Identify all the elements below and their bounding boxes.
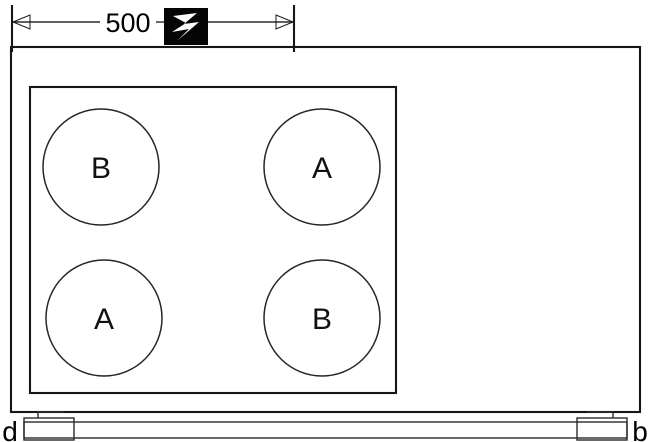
burner-top-right[interactable]: A [263,108,381,226]
burner-top-left[interactable]: B [42,108,160,226]
left-cap-tick [37,411,64,418]
bottom-bar-body [23,421,628,439]
right-end-cap [576,417,628,441]
bottom-dimension-bar: d b [2,411,648,442]
top-dimension-group: 500 [10,5,296,52]
burner-label: B [91,152,111,185]
right-cap-tick [587,411,614,418]
burner-circle[interactable] [263,108,381,226]
burner-circle[interactable] [45,259,163,377]
burner-circle[interactable] [42,108,160,226]
burner-bottom-left[interactable]: A [45,259,163,377]
left-edge-glyph: d [2,416,18,442]
outer-panel-outline [9,45,642,414]
inner-cutout-outline [28,85,398,395]
burner-circle[interactable] [263,259,381,377]
burner-label: A [94,303,114,336]
break-symbol [164,8,208,45]
burner-bottom-right[interactable]: B [263,259,381,377]
right-arrowhead [275,14,295,30]
dimension-value-500: 500 [105,8,150,38]
burner-label: A [312,152,332,185]
left-end-cap [23,417,75,441]
burner-label: B [312,303,332,336]
burner-group: B A A B [42,108,381,377]
break-symbol-zigzag [172,13,199,41]
left-arrowhead [11,14,31,30]
right-edge-glyph: b [632,416,648,442]
